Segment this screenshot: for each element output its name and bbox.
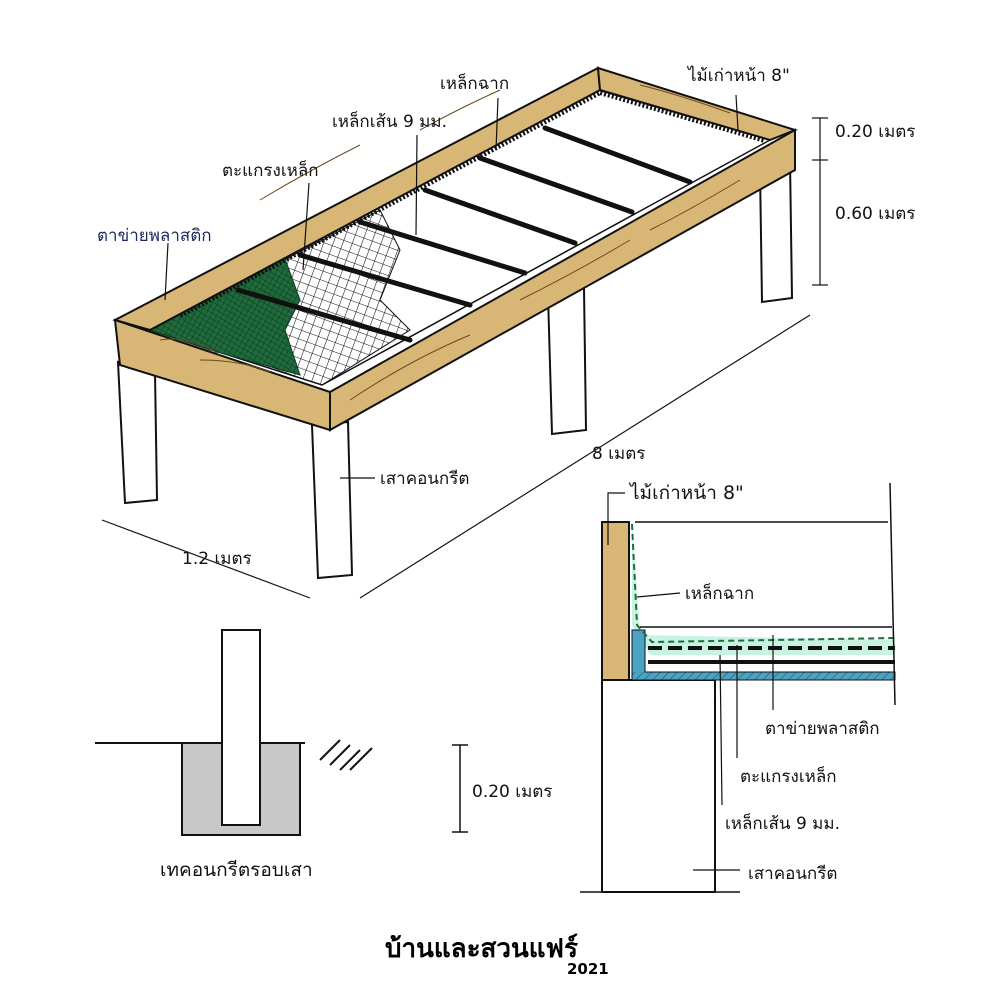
concrete-legs — [116, 158, 794, 580]
section-label-plastic-net: ตาข่ายพลาสติก — [765, 719, 880, 739]
dim-width: 1.2 เมตร — [182, 549, 252, 569]
label-concrete-post: เสาคอนกรีต — [380, 469, 470, 489]
footing-detail — [95, 629, 468, 836]
footing-caption: เทคอนกรีตรอบเสา — [160, 859, 313, 881]
label-plastic-net: ตาข่ายพลาสติก — [97, 226, 212, 246]
dim-footing-depth: 0.20 เมตร — [472, 782, 553, 802]
dim-leg-height: 0.60 เมตร — [835, 204, 916, 224]
rebar-bars — [235, 125, 693, 343]
section-label-rebar: เหล็กเส้น 9 มม. — [725, 814, 840, 834]
footer-title: บ้านและสวนแฟร์ — [385, 934, 578, 964]
dim-length: 8 เมตร — [592, 444, 646, 464]
section-label-steel-mesh: ตะแกรงเหล็ก — [740, 767, 837, 787]
label-steel-mesh: ตะแกรงเหล็ก — [222, 161, 319, 181]
footer-year: 2021 — [567, 960, 609, 978]
section-label-angle-steel: เหล็กฉาก — [685, 584, 755, 604]
section-label-old-wood: ไม้เก่าหน้า 8" — [630, 482, 744, 504]
section-label-concrete-post: เสาคอนกรีต — [748, 864, 838, 884]
leader-lines — [101, 94, 828, 599]
label-angle-steel: เหล็กฉาก — [440, 74, 510, 94]
wood-frame — [112, 66, 798, 432]
label-old-wood: ไม้เก่าหน้า 8" — [688, 66, 790, 86]
label-rebar: เหล็กเส้น 9 มม. — [332, 112, 447, 132]
dim-frame-height: 0.20 เมตร — [835, 122, 916, 142]
section-detail — [580, 482, 896, 893]
